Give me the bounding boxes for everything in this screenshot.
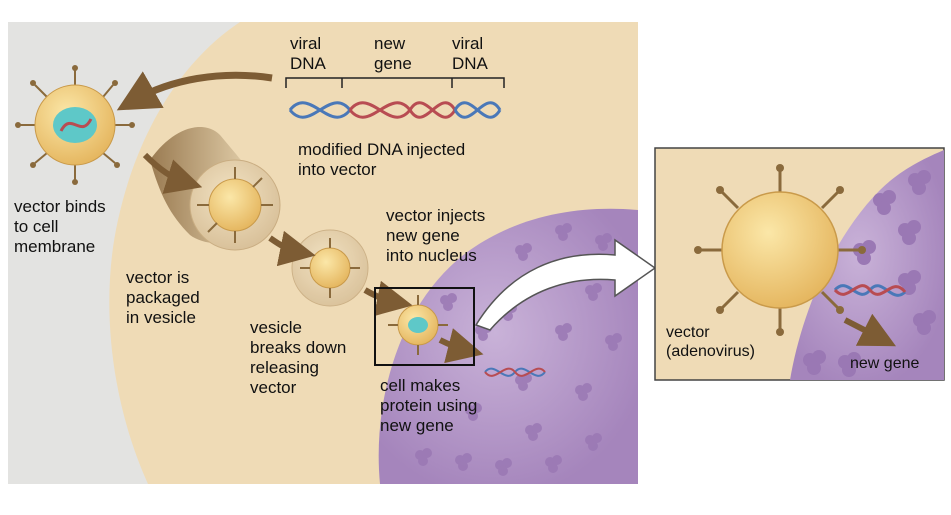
dna-brackets (285, 77, 505, 88)
label-vesicle-breaks: vesicle breaks down releasing vector (250, 318, 347, 397)
label-vector-binds: vector binds to cell membrane (14, 197, 106, 256)
label-inset-new-gene: new gene (850, 355, 920, 372)
vector-outside-cell (15, 65, 135, 185)
label-new-gene-top: new gene (374, 34, 412, 73)
label-vector-packaged: vector is packaged in vesicle (126, 268, 200, 327)
label-viral-dna-left: viral DNA (290, 34, 326, 73)
process-arrows (142, 152, 484, 364)
vesicle-breaking (291, 229, 369, 307)
new-gene-strand (484, 367, 546, 377)
label-inset-vector: vector (adenovirus) (666, 324, 755, 360)
label-viral-dna-right: viral DNA (452, 34, 488, 73)
label-modified-dna: modified DNA injected into vector (298, 140, 466, 179)
inject-arrow (116, 71, 273, 111)
inset-panel (654, 147, 945, 381)
label-cell-makes-protein: cell makes protein using new gene (380, 376, 478, 435)
vesicle (189, 159, 281, 251)
label-vector-injects: vector injects new gene into nucleus (386, 206, 486, 265)
modified-dna-helix (288, 101, 502, 119)
zoom-box (374, 287, 475, 366)
vector-at-nucleus (388, 295, 448, 355)
